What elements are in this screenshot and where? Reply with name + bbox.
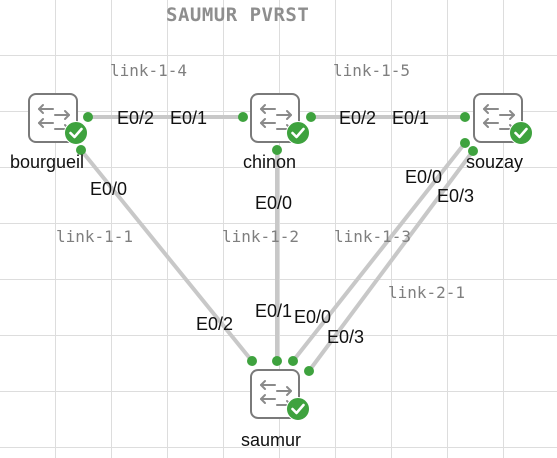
port-status-dot xyxy=(306,112,316,122)
port-status-dot xyxy=(238,112,248,122)
link-label: link-1-3 xyxy=(334,227,411,246)
link-label: link-1-4 xyxy=(110,61,187,80)
port-status-dot xyxy=(83,112,93,122)
port-status-dot xyxy=(272,145,282,155)
link-line-link-1-1[interactable] xyxy=(79,148,254,363)
port-status-dot xyxy=(460,112,470,122)
port-label: E0/3 xyxy=(327,327,364,347)
port-label: E0/0 xyxy=(255,193,292,213)
link-label: link-1-1 xyxy=(56,227,133,246)
port-label: E0/0 xyxy=(294,307,331,327)
switch-node-chinon[interactable] xyxy=(250,93,310,147)
port-label: E0/2 xyxy=(117,108,154,128)
link-line-link-2-1[interactable] xyxy=(307,149,475,373)
port-status-dot xyxy=(247,356,257,366)
port-label: E0/3 xyxy=(437,186,474,206)
check-circle-icon xyxy=(509,121,533,145)
link-label: link-2-1 xyxy=(388,283,465,302)
port-status-dot xyxy=(76,145,86,155)
switch-node-bourgueil[interactable] xyxy=(28,93,88,147)
port-label: E0/1 xyxy=(392,108,429,128)
node-label: chinon xyxy=(243,152,297,172)
switch-node-souzay[interactable] xyxy=(473,93,533,147)
port-label: E0/0 xyxy=(405,167,442,187)
port-label: E0/0 xyxy=(90,179,127,199)
check-circle-icon xyxy=(286,397,310,421)
port-status-dot xyxy=(468,146,478,156)
port-status-dot xyxy=(272,356,282,366)
port-status-dot xyxy=(304,366,314,376)
port-label: E0/2 xyxy=(196,314,233,334)
node-label: bourgueil xyxy=(10,152,85,172)
diagram-title: SAUMUR PVRST xyxy=(166,4,310,26)
node-label: saumur xyxy=(241,430,302,450)
link-label: link-1-2 xyxy=(222,227,299,246)
check-circle-icon xyxy=(64,121,88,145)
port-dots-layer xyxy=(76,112,478,376)
node-label: souzay xyxy=(466,152,524,172)
port-label: E0/1 xyxy=(255,301,292,321)
switch-node-saumur[interactable] xyxy=(250,369,310,423)
links-layer xyxy=(79,115,475,373)
port-label: E0/1 xyxy=(170,108,207,128)
port-label: E0/2 xyxy=(339,108,376,128)
link-line-link-1-3[interactable] xyxy=(291,141,467,363)
port-status-dot xyxy=(460,138,470,148)
port-status-dot xyxy=(288,356,298,366)
link-label: link-1-5 xyxy=(333,61,410,80)
check-circle-icon xyxy=(286,121,310,145)
